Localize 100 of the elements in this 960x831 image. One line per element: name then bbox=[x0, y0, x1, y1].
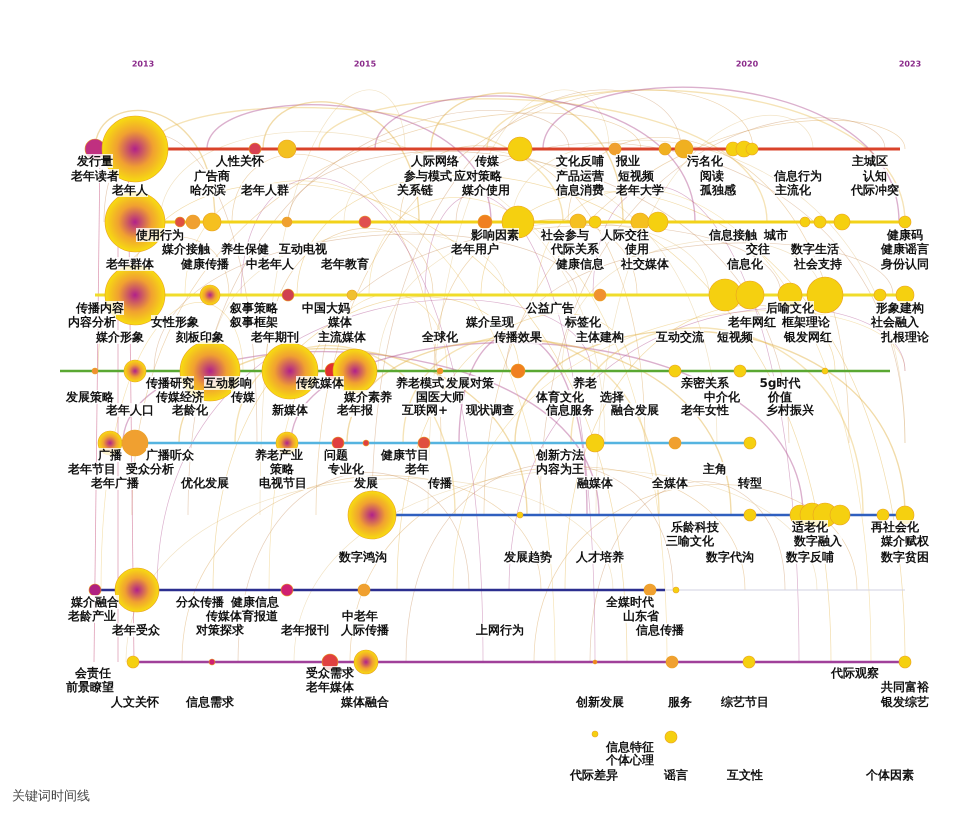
keyword-label: 社交媒体 bbox=[621, 257, 669, 271]
keyword-label: 信息消费 bbox=[556, 183, 604, 197]
keyword-label: 银发综艺 bbox=[881, 695, 929, 709]
keyword-label: 老龄产业 bbox=[68, 609, 116, 623]
keyword-label: 广播听众 bbox=[146, 448, 194, 462]
keyword-label: 个体心理 bbox=[606, 753, 654, 767]
keyword-label: 信息特征 bbox=[606, 740, 654, 754]
keyword-label: 现状调查 bbox=[466, 403, 514, 417]
keyword-label: 中介化 bbox=[704, 390, 740, 404]
keyword-label: 会责任 bbox=[75, 666, 111, 680]
keyword-label: 身份认同 bbox=[881, 257, 929, 271]
keyword-label: 老年媒体 bbox=[306, 680, 354, 694]
keyword-label: 数字反哺 bbox=[786, 550, 834, 564]
keyword-label: 媒介赋权 bbox=[881, 534, 929, 548]
keyword-label: 受众分析 bbox=[126, 462, 174, 476]
keyword-label: 健康信息 bbox=[231, 595, 279, 609]
keyword-label: 三喻文化 bbox=[666, 534, 714, 548]
keyword-label: 数字贫困 bbox=[881, 550, 929, 564]
keyword-label: 主角 bbox=[703, 462, 727, 476]
keyword-label: 扎根理论 bbox=[881, 330, 929, 344]
keyword-label: 内容为王 bbox=[536, 462, 584, 476]
keyword-label: 新媒体 bbox=[272, 403, 308, 417]
keyword-label: 信息传播 bbox=[636, 623, 684, 637]
keyword-label: 传媒体育报道 bbox=[206, 609, 278, 623]
keyword-label: 中老年 bbox=[342, 609, 378, 623]
keyword-label: 叙事框架 bbox=[230, 315, 278, 329]
keyword-label: 老年广播 bbox=[91, 476, 139, 490]
keyword-label: 中国大妈 bbox=[302, 301, 350, 315]
keyword-label: 社会参与 bbox=[541, 228, 589, 242]
keyword-label: 全媒时代 bbox=[606, 595, 654, 609]
keyword-label: 老年 bbox=[405, 462, 429, 476]
keyword-label: 短视频 bbox=[717, 330, 753, 344]
keyword-label: 孤独感 bbox=[700, 183, 736, 197]
keyword-label: 再社会化 bbox=[871, 520, 919, 534]
keyword-label: 发展策略 bbox=[66, 390, 114, 404]
keyword-label: 老年大学 bbox=[616, 183, 664, 197]
keyword-label: 互动影响 bbox=[204, 376, 252, 390]
keyword-label: 优化发展 bbox=[181, 476, 229, 490]
keyword-label: 老年人群 bbox=[241, 183, 289, 197]
keyword-label: 互动交流 bbox=[656, 330, 704, 344]
keyword-label: 老年读者 bbox=[71, 169, 119, 183]
keyword-label: 发展 bbox=[354, 476, 378, 490]
keyword-label: 对策探求 bbox=[196, 623, 244, 637]
keyword-label: 老年期刊 bbox=[251, 330, 299, 344]
keyword-label: 传播效果 bbox=[494, 330, 542, 344]
keyword-label: 综艺节目 bbox=[721, 695, 769, 709]
keyword-label: 人才培养 bbox=[576, 550, 624, 564]
keyword-label: 健康码 bbox=[887, 228, 923, 242]
keyword-label: 形象建构 bbox=[876, 301, 924, 315]
keyword-label: 叙事策略 bbox=[230, 301, 278, 315]
keyword-label: 传媒经济 bbox=[156, 390, 204, 404]
keyword-label: 5g时代 bbox=[760, 376, 800, 390]
keyword-label: 乡村振兴 bbox=[766, 403, 814, 417]
keyword-label: 发展对策 bbox=[446, 376, 494, 390]
keyword-label: 影响因素 bbox=[471, 228, 519, 242]
keyword-label: 社会融入 bbox=[871, 315, 919, 329]
keyword-label: 共同富裕 bbox=[881, 680, 929, 694]
keyword-label: 乐龄科技 bbox=[671, 520, 719, 534]
keyword-label: 老年报 bbox=[337, 403, 373, 417]
keyword-label: 社会支持 bbox=[794, 257, 842, 271]
keyword-label: 代际观察 bbox=[831, 666, 879, 680]
keyword-label: 老年女性 bbox=[681, 403, 729, 417]
keyword-label: 老年人 bbox=[112, 183, 148, 197]
keyword-label: 使用 bbox=[625, 242, 649, 256]
keyword-label: 体育文化 bbox=[536, 390, 584, 404]
keyword-label: 传播研究 bbox=[146, 376, 194, 390]
keyword-label: 主流媒体 bbox=[318, 330, 366, 344]
keyword-label: 传播内容 bbox=[76, 301, 124, 315]
keyword-label: 老年网红 bbox=[728, 315, 776, 329]
keyword-label: 山东省 bbox=[623, 609, 659, 623]
keyword-label: 传统媒体 bbox=[296, 376, 344, 390]
keyword-label: 关系链 bbox=[397, 183, 433, 197]
keyword-label: 媒介形象 bbox=[96, 330, 144, 344]
keyword-label: 刻板印象 bbox=[176, 330, 224, 344]
keyword-label: 健康谣言 bbox=[881, 242, 929, 256]
keyword-label: 人际传播 bbox=[341, 623, 389, 637]
keyword-label: 城市 bbox=[764, 228, 788, 242]
keyword-label: 污名化 bbox=[687, 154, 723, 168]
keyword-label: 数字融入 bbox=[794, 534, 842, 548]
keyword-label: 专业化 bbox=[328, 462, 364, 476]
keyword-label: 公益广告 bbox=[526, 301, 574, 315]
keyword-label: 价值 bbox=[768, 390, 792, 404]
keyword-label: 代际差异 bbox=[570, 768, 618, 782]
keyword-label: 选择 bbox=[600, 390, 624, 404]
keyword-label: 健康传播 bbox=[181, 257, 229, 271]
keyword-label: 受众需求 bbox=[306, 666, 354, 680]
keyword-label: 媒体融合 bbox=[341, 695, 389, 709]
keyword-label: 传播 bbox=[428, 476, 452, 490]
keyword-label: 传媒 bbox=[231, 390, 255, 404]
keyword-label: 信息服务 bbox=[546, 403, 594, 417]
keyword-label: 主流化 bbox=[775, 183, 811, 197]
keyword-label: 发展趋势 bbox=[504, 550, 552, 564]
keyword-label: 认知 bbox=[863, 169, 887, 183]
keyword-label: 产品运营 bbox=[556, 169, 604, 183]
keyword-label: 个体因素 bbox=[866, 768, 914, 782]
keyword-label: 标签化 bbox=[565, 315, 601, 329]
keyword-label: 人文关怀 bbox=[111, 695, 159, 709]
keyword-label: 框架理论 bbox=[782, 315, 830, 329]
keyword-label: 人性关怀 bbox=[216, 154, 264, 168]
keyword-label: 媒体 bbox=[328, 315, 352, 329]
